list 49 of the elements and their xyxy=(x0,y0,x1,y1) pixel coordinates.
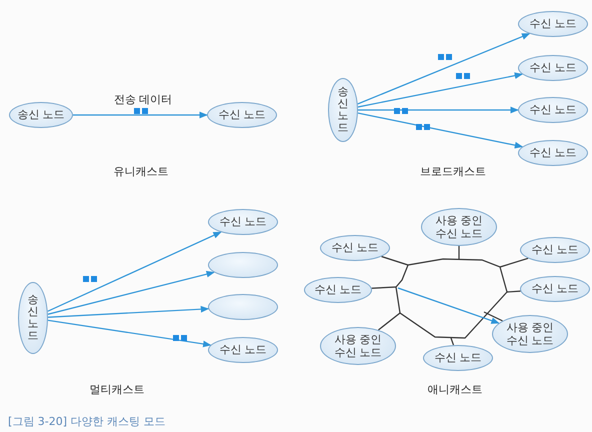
node-ellipse xyxy=(518,55,588,81)
section-heading: 브로드캐스트 xyxy=(420,164,486,179)
arrow xyxy=(48,270,215,315)
node-label: 사용 중인 수신 노드 xyxy=(333,332,383,360)
node-label: 수신 노드 xyxy=(331,241,379,255)
connector-line xyxy=(450,338,454,346)
node-label: 수신 노드 xyxy=(531,282,579,296)
arrow xyxy=(358,112,524,148)
node-label: 수신 노드 xyxy=(531,243,579,257)
connector-line xyxy=(506,290,521,293)
connector-line xyxy=(458,246,460,259)
node-label: 수신 노드 xyxy=(434,351,482,365)
connector-line xyxy=(381,256,408,266)
connector-line xyxy=(500,258,528,268)
node-label: 수신 노드 xyxy=(314,283,362,297)
arrow xyxy=(48,320,212,348)
section-heading: 애니캐스트 xyxy=(428,382,482,397)
connector-line xyxy=(484,311,503,322)
node-ellipse xyxy=(208,337,278,363)
node-ellipse xyxy=(518,11,588,37)
arrow xyxy=(358,72,523,108)
node-label: 수신 노드 xyxy=(529,17,577,31)
node-label: 송신 노드 xyxy=(28,294,38,342)
node-ellipse xyxy=(492,315,568,353)
arrow xyxy=(48,306,210,318)
node-label: 송신 노드 xyxy=(17,108,65,122)
arrow xyxy=(398,287,500,324)
node-label: 사용 중인 수신 노드 xyxy=(505,320,555,348)
connector-line xyxy=(372,286,396,289)
node-label: 수신 노드 xyxy=(529,61,577,75)
node-label: 송신 노드 xyxy=(338,86,348,134)
node-ellipse xyxy=(208,252,278,278)
arrow xyxy=(73,112,208,118)
node-label: 수신 노드 xyxy=(218,108,266,122)
node-label: 수신 노드 xyxy=(219,343,267,357)
section-heading: 유니캐스트 xyxy=(114,164,168,179)
node-label: 수신 노드 xyxy=(529,146,577,160)
node-label: 수신 노드 xyxy=(529,103,577,117)
node-ellipse xyxy=(518,140,588,166)
arrow xyxy=(358,106,519,114)
connector-line xyxy=(378,312,400,330)
arrow xyxy=(47,232,222,312)
node-ellipse xyxy=(520,237,590,263)
arrow xyxy=(358,33,530,105)
figure-caption: [그림 3-20] 다양한 캐스팅 모드 xyxy=(8,414,166,429)
node-ellipse xyxy=(320,235,390,261)
section-heading: 멀티캐스트 xyxy=(90,382,144,397)
node-label: 수신 노드 xyxy=(219,215,267,229)
node-label: 사용 중인 수신 노드 xyxy=(434,214,484,240)
